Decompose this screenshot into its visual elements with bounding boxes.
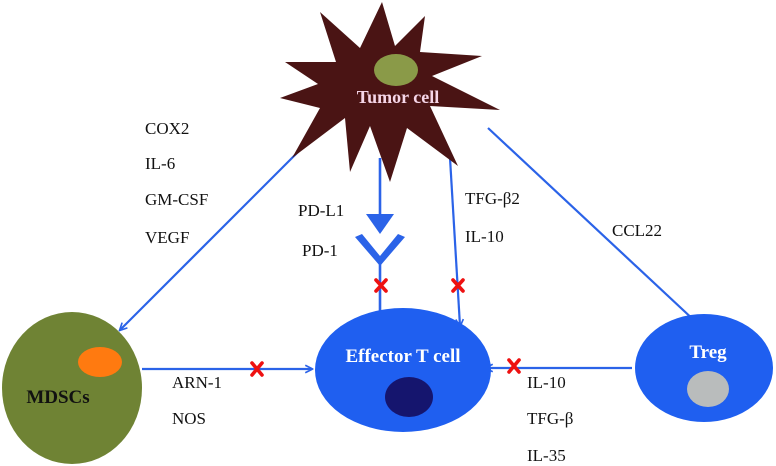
arrow-tumor-to-mdsc	[120, 129, 321, 330]
pd-l1-ligand	[366, 214, 394, 234]
label-tfg-beta: TFG-β	[527, 409, 573, 428]
inhibit-mark-pd	[374, 278, 388, 293]
label-vegf: VEGF	[145, 228, 189, 247]
pd-1-receptor	[355, 234, 405, 266]
label-arn-1: ARN-1	[172, 373, 222, 392]
arrows	[120, 127, 697, 369]
tumor-cell-nucleus	[374, 54, 418, 86]
label-il-6: IL-6	[145, 154, 175, 173]
label-gm-csf: GM-CSF	[145, 190, 208, 209]
inhibit-mark-mdsc	[250, 361, 264, 377]
tumor-cell-label: Tumor cell	[357, 87, 440, 107]
effector-t-cell-nucleus	[385, 377, 433, 417]
label-nos: NOS	[172, 409, 206, 428]
label-il-10-treg: IL-10	[527, 373, 566, 392]
label-il-35: IL-35	[527, 446, 566, 465]
inhibit-mark-treg	[507, 358, 521, 374]
label-tfg-beta2: TFG-β2	[465, 189, 520, 208]
label-cox2: COX2	[145, 119, 189, 138]
mdsc-cell-label: MDSCs	[26, 387, 89, 408]
mdsc-cell-nucleus	[78, 347, 122, 377]
label-pd-1: PD-1	[302, 241, 338, 260]
arrow-tgf-to-effector	[448, 157, 460, 326]
treg-cell: Treg	[635, 314, 773, 422]
inhibit-mark-tgf	[451, 278, 465, 293]
effector-t-cell: Effector T cell	[315, 308, 491, 432]
effector-t-cell-label: Effector T cell	[345, 346, 460, 367]
tumor-cell-body	[280, 2, 500, 182]
treg-cell-label: Treg	[689, 342, 727, 363]
tumor-cell: Tumor cell	[280, 2, 500, 182]
treg-cell-body	[635, 314, 773, 422]
inhibition-marks	[250, 278, 521, 377]
effector-t-cell-body	[315, 308, 491, 432]
label-il-10-tumor: IL-10	[465, 227, 504, 246]
arrow-tumor-to-treg	[487, 127, 697, 323]
treg-cell-nucleus	[687, 371, 729, 407]
label-pd-l1: PD-L1	[298, 201, 344, 220]
mdsc-cell: MDSCs	[2, 312, 142, 464]
label-ccl22: CCL22	[612, 221, 662, 240]
edge-labels: COX2 IL-6 GM-CSF VEGF PD-L1 PD-1 TFG-β2 …	[145, 119, 662, 465]
